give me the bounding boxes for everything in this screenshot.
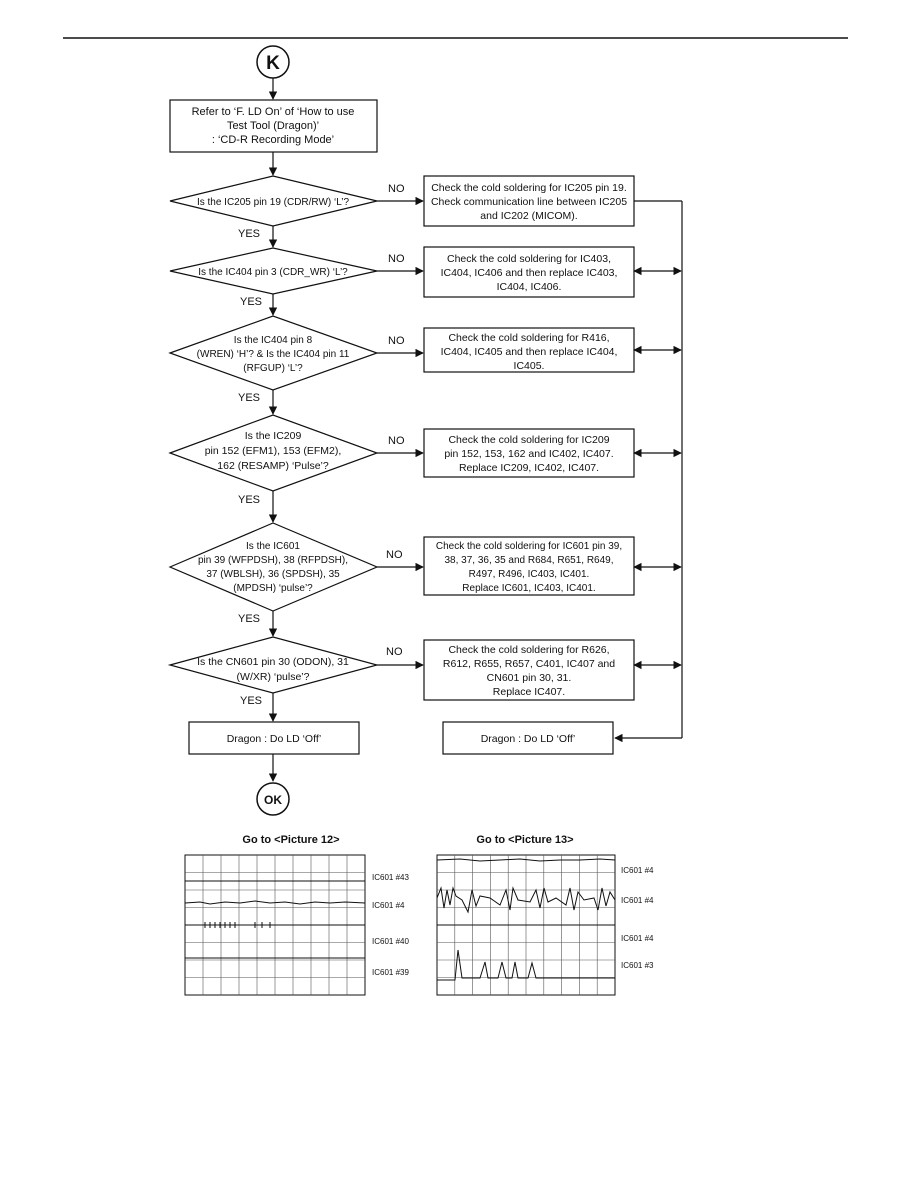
- yes-label: YES: [238, 494, 260, 506]
- yes-label: YES: [240, 695, 262, 707]
- no-label: NO: [386, 646, 403, 658]
- dragon-left-label: Dragon : Do LD ‘Off’: [227, 733, 322, 745]
- trace-label: IC601 #4: [621, 896, 654, 905]
- action-text: Replace IC407.: [493, 686, 565, 698]
- start-label: K: [266, 53, 280, 74]
- action-text: CN601 pin 30, 31.: [487, 672, 572, 684]
- trace-label: IC601 #40: [372, 937, 409, 946]
- action-text: Replace IC209, IC402, IC407.: [459, 462, 599, 474]
- intro-line: Test Tool (Dragon)’: [227, 120, 319, 132]
- yes-label: YES: [238, 228, 260, 240]
- decision-text: Is the IC205 pin 19 (CDR/RW) ‘L’?: [197, 197, 350, 208]
- decision-text: pin 39 (WFPDSH), 38 (RFPDSH),: [198, 555, 348, 566]
- dragon-right-label: Dragon : Do LD ‘Off’: [481, 733, 576, 745]
- no-label: NO: [388, 335, 405, 347]
- decision-text: 37 (WBLSH), 36 (SPDSH), 35: [206, 569, 340, 580]
- end-label: OK: [264, 793, 282, 807]
- action-2: Check the cold soldering for IC403, IC40…: [423, 246, 635, 298]
- picture-13: Go to <Picture 13> IC601 #4 IC601 #4 IC6…: [436, 834, 654, 996]
- action-text: Check the cold soldering for R626,: [448, 644, 609, 656]
- action-text: IC404, IC405 and then replace IC404,: [441, 346, 618, 358]
- decision-text: Is the CN601 pin 30 (ODON), 31: [197, 656, 349, 668]
- action-text: R497, R496, IC403, IC401.: [469, 569, 590, 580]
- scope-traces: [436, 858, 616, 981]
- action-1: Check the cold soldering for IC205 pin 1…: [423, 175, 635, 227]
- decision-3: Is the IC404 pin 8 (WREN) ‘H’? & Is the …: [168, 315, 379, 391]
- action-text: 38, 37, 36, 35 and R684, R651, R649,: [444, 555, 613, 566]
- decision-text: (RFGUP) ‘L’?: [243, 363, 303, 374]
- dragon-left-box: Dragon : Do LD ‘Off’: [188, 721, 360, 755]
- action-text: Replace IC601, IC403, IC401.: [462, 583, 595, 594]
- decision-text: pin 152 (EFM1), 153 (EFM2),: [205, 445, 342, 457]
- picture-title: Go to <Picture 12>: [242, 834, 339, 846]
- yes-label: YES: [240, 296, 262, 308]
- trace-label: IC601 #43: [372, 873, 409, 882]
- decision-text: (MPDSH) ‘pulse’?: [233, 583, 313, 594]
- decision-5: Is the IC601 pin 39 (WFPDSH), 38 (RFPDSH…: [168, 522, 379, 612]
- decision-text: Is the IC209: [245, 430, 302, 442]
- intro-line: : ‘CD-R Recording Mode’: [212, 134, 334, 146]
- decision-text: Is the IC601: [246, 541, 300, 552]
- action-5: Check the cold soldering for IC601 pin 3…: [423, 536, 635, 596]
- action-text: Check the cold soldering for R416,: [448, 332, 609, 344]
- picture-12: Go to <Picture 12> IC601 #43 IC601 #4 IC…: [184, 834, 409, 996]
- action-4: Check the cold soldering for IC209 pin 1…: [423, 428, 635, 478]
- yes-label: YES: [238, 392, 260, 404]
- action-text: Check the cold soldering for IC403,: [447, 253, 611, 265]
- trace-label: IC601 #39: [372, 968, 409, 977]
- trace-label: IC601 #4: [372, 901, 405, 910]
- decision-4: Is the IC209 pin 152 (EFM1), 153 (EFM2),…: [168, 414, 379, 492]
- decision-text: (W/XR) ‘pulse’?: [237, 671, 310, 683]
- action-3: Check the cold soldering for R416, IC404…: [423, 327, 635, 373]
- trace-label: IC601 #4: [621, 866, 654, 875]
- intro-line: Refer to ‘F. LD On’ of ‘How to use: [192, 106, 355, 118]
- decision-text: Is the IC404 pin 3 (CDR_WR) ‘L’?: [198, 267, 348, 278]
- no-label: NO: [388, 253, 405, 265]
- action-text: and IC202 (MICOM).: [480, 210, 577, 222]
- action-text: Check the cold soldering for IC205 pin 1…: [431, 182, 627, 194]
- start-connector: K: [256, 45, 290, 79]
- action-text: R612, R655, R657, C401, IC407 and: [443, 658, 615, 670]
- no-label: NO: [388, 435, 405, 447]
- picture-title: Go to <Picture 13>: [476, 834, 573, 846]
- no-label: NO: [386, 549, 403, 561]
- action-text: IC404, IC406 and then replace IC403,: [441, 267, 618, 279]
- decision-text: (WREN) ‘H’? & Is the IC404 pin 11: [197, 349, 350, 360]
- action-text: Check the cold soldering for IC209: [448, 434, 609, 446]
- intro-box: Refer to ‘F. LD On’ of ‘How to use Test …: [169, 99, 378, 153]
- decision-1: Is the IC205 pin 19 (CDR/RW) ‘L’?: [169, 175, 378, 227]
- collector-lines: [614, 200, 683, 743]
- end-connector: OK: [256, 782, 290, 816]
- trace-label: IC601 #3: [621, 961, 654, 970]
- decision-text: 162 (RESAMP) ‘Pulse’?: [217, 460, 329, 472]
- decision-2: Is the IC404 pin 3 (CDR_WR) ‘L’?: [169, 247, 378, 295]
- decision-text: Is the IC404 pin 8: [234, 335, 313, 346]
- scope-traces: [184, 880, 366, 959]
- action-text: Check communication line between IC205: [431, 196, 627, 208]
- no-label: NO: [388, 183, 405, 195]
- action-text: pin 152, 153, 162 and IC402, IC407.: [444, 448, 613, 460]
- trace-label: IC601 #4: [621, 934, 654, 943]
- action-text: IC404, IC406.: [497, 281, 562, 293]
- action-text: Check the cold soldering for IC601 pin 3…: [436, 541, 622, 552]
- yes-label: YES: [238, 613, 260, 625]
- decision-6: Is the CN601 pin 30 (ODON), 31 (W/XR) ‘p…: [167, 636, 380, 694]
- dragon-right-box: Dragon : Do LD ‘Off’: [442, 721, 614, 755]
- action-text: IC405.: [514, 360, 545, 372]
- action-6: Check the cold soldering for R626, R612,…: [423, 639, 635, 701]
